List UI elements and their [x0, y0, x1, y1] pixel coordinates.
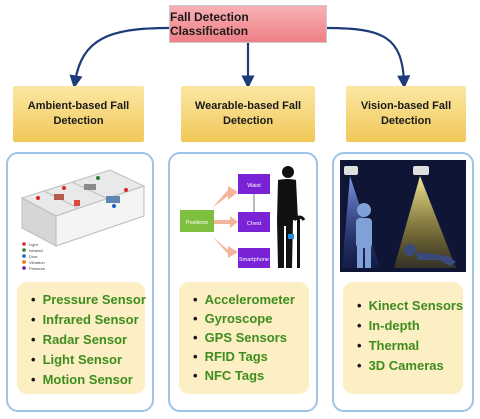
connector-vision [326, 26, 411, 89]
vision-cameras-illustration [340, 160, 466, 272]
waist-node [238, 174, 270, 194]
legend-item: Infrared [29, 248, 43, 253]
camera-icon [413, 166, 429, 175]
ambient-sensor-list: Pressure Sensor Infrared Sensor Radar Se… [17, 282, 146, 394]
smartphone-node [238, 248, 270, 268]
list-item: NFC Tags [193, 366, 309, 385]
vision-panel: Kinect Sensors In-depth Thermal 3D Camer… [332, 152, 474, 412]
legend-item: Pressure [29, 266, 46, 271]
list-item: GPS Sensors [193, 328, 309, 347]
category-vision: Vision-based Fall Detection [346, 86, 466, 142]
legend-item: Light [29, 242, 39, 247]
chest-label: Chest [247, 221, 262, 227]
vision-sensor-list: Kinect Sensors In-depth Thermal 3D Camer… [343, 282, 463, 394]
category-ambient: Ambient-based Fall Detection [13, 86, 144, 142]
chest-node [238, 212, 270, 232]
list-item: RFID Tags [193, 347, 309, 366]
list-item: Light Sensor [31, 350, 145, 370]
person-with-cane-icon [277, 166, 306, 268]
positions-node [180, 210, 214, 232]
list-item: Gyroscope [193, 309, 309, 328]
standing-person-icon [356, 203, 372, 268]
legend-item: Vibration [29, 260, 45, 265]
fallen-person-icon [404, 244, 456, 266]
connector-ambient [69, 26, 170, 89]
wearable-sensor-list: Accelerometer Gyroscope GPS Sensors RFID… [179, 282, 309, 394]
camera-icon [344, 166, 358, 175]
diagram-title: Fall Detection Classification [169, 5, 327, 43]
list-item: Motion Sensor [31, 370, 145, 390]
legend-item: Door [29, 254, 38, 259]
list-item: Infrared Sensor [31, 310, 145, 330]
ambient-floorplan-illustration: Light Infrared Door Vibration Pressure [20, 169, 146, 271]
list-item: Accelerometer [193, 290, 309, 309]
list-item: Kinect Sensors [357, 296, 464, 316]
list-item: Radar Sensor [31, 330, 145, 350]
list-item: In-depth [357, 316, 463, 336]
category-wearable: Wearable-based Fall Detection [181, 86, 315, 142]
wearable-panel: Positions Waist Chest Smartphone Acceler… [168, 152, 318, 412]
list-item: Thermal [357, 336, 463, 356]
positions-label: Positions [186, 220, 209, 226]
smartphone-label: Smartphone [239, 257, 269, 263]
list-item: Pressure Sensor [31, 290, 146, 310]
list-item: 3D Cameras [357, 356, 463, 376]
ambient-panel: Light Infrared Door Vibration Pressure P… [6, 152, 154, 412]
wearable-positions-illustration: Positions Waist Chest Smartphone [180, 166, 306, 268]
waist-label: Waist [247, 183, 261, 189]
floorplan-legend: Light Infrared Door Vibration Pressure [22, 242, 46, 271]
